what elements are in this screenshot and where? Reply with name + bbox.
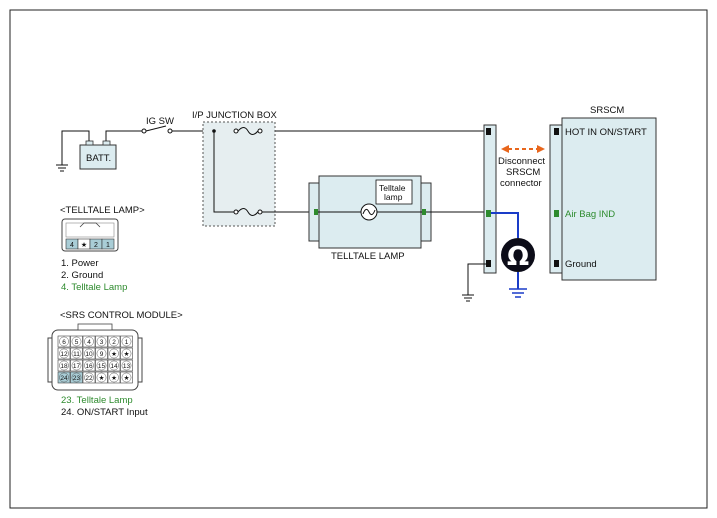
srscm-title: SRSCM: [590, 105, 624, 116]
srs-pin-label: 11: [73, 351, 80, 358]
srs-legend-23: 23. Telltale Lamp: [61, 395, 133, 406]
disconnect-label-2: SRSCM: [506, 167, 540, 178]
telltale-connector-title: <TELLTALE LAMP>: [60, 205, 145, 216]
srs-pin-label: 23: [73, 375, 81, 382]
ground-icon: [462, 294, 474, 302]
telltale-pin-4: 4: [70, 242, 74, 249]
disconnect-arrow-icon: [501, 145, 545, 153]
harness-connector: [483, 124, 497, 274]
telltale-legend-2: 2. Ground: [61, 270, 103, 281]
srs-pin-label: 2: [112, 339, 116, 346]
srs-pin-label: 18: [60, 363, 68, 370]
ohm-icon: Ω: [507, 242, 529, 272]
ohmmeter: [501, 238, 535, 272]
srs-connector-view: 6 5 4 3 2 1 12 11 10 9 ★ ★ 18 17 16 15 14 13 24 23 22 ★ ★ ★: [47, 323, 143, 391]
srscm-pin-ground: Ground: [565, 259, 597, 270]
telltale-lamp-block: Telltale lamp: [308, 175, 432, 249]
battery: BATT.: [79, 140, 117, 170]
junction-box-label: I/P JUNCTION BOX: [192, 110, 277, 121]
srs-pin-label: 5: [75, 339, 79, 346]
telltale-pin-2: 2: [94, 242, 98, 249]
srs-pin-label: 6: [62, 339, 66, 346]
srs-pin-label: 3: [100, 339, 104, 346]
telltale-legend-1: 1. Power: [61, 258, 99, 269]
meter-ground-icon: [509, 288, 527, 298]
srs-pin-label: ★: [111, 350, 117, 358]
srs-pin-label: 9: [100, 351, 104, 358]
telltale-connector-view: 4 ★ 2 1: [61, 218, 119, 252]
telltale-pin-1: 1: [106, 242, 110, 249]
measure-lead: [491, 212, 519, 238]
ignition-switch-label: IG SW: [146, 116, 174, 127]
srs-pin-label: 4: [87, 339, 91, 346]
battery-ground-icon: [56, 164, 68, 172]
srscm-module: [561, 117, 657, 281]
battery-label: BATT.: [86, 153, 111, 164]
srs-pin-label: 13: [123, 363, 131, 370]
srscm-pin-hot: HOT IN ON/START: [565, 127, 647, 138]
telltale-inner-label-1: Telltale: [379, 183, 406, 193]
srs-pin-label: 12: [60, 351, 68, 358]
telltale-legend-4: 4. Telltale Lamp: [61, 282, 127, 293]
srs-pin-label: 22: [85, 375, 93, 382]
srscm-connector: [549, 124, 563, 274]
srs-pin-label: ★: [99, 374, 105, 382]
srs-pin-label: 1: [125, 339, 129, 346]
srs-pin-label: 15: [98, 363, 106, 370]
srs-pin-label: 14: [110, 363, 118, 370]
junction-box: [202, 121, 276, 227]
telltale-lamp-title: TELLTALE LAMP: [331, 251, 405, 262]
srscm-pin-airbag: Air Bag IND: [565, 209, 615, 220]
telltale-inner-label-2: lamp: [384, 192, 403, 202]
srs-pin-label: 17: [73, 363, 81, 370]
disconnect-label-3: connector: [500, 178, 542, 189]
srs-pin-label: ★: [111, 374, 117, 382]
diagram-frame: [9, 9, 708, 509]
srs-pin-label: 10: [85, 351, 93, 358]
telltale-pin-star: ★: [81, 241, 87, 249]
fuse-icon: [233, 208, 263, 216]
bulb-icon: [362, 208, 376, 216]
ignition-switch-icon: [141, 125, 173, 134]
srs-connector-title: <SRS CONTROL MODULE>: [60, 310, 183, 321]
srs-legend-24: 24. ON/START Input: [61, 407, 148, 418]
srs-pin-label: ★: [124, 374, 130, 382]
srs-pin-label: 24: [60, 375, 68, 382]
disconnect-label-1: Disconnect: [498, 156, 545, 167]
fuse-icon: [233, 127, 263, 135]
srs-pin-label: ★: [124, 350, 130, 358]
srs-pin-label: 16: [85, 363, 93, 370]
